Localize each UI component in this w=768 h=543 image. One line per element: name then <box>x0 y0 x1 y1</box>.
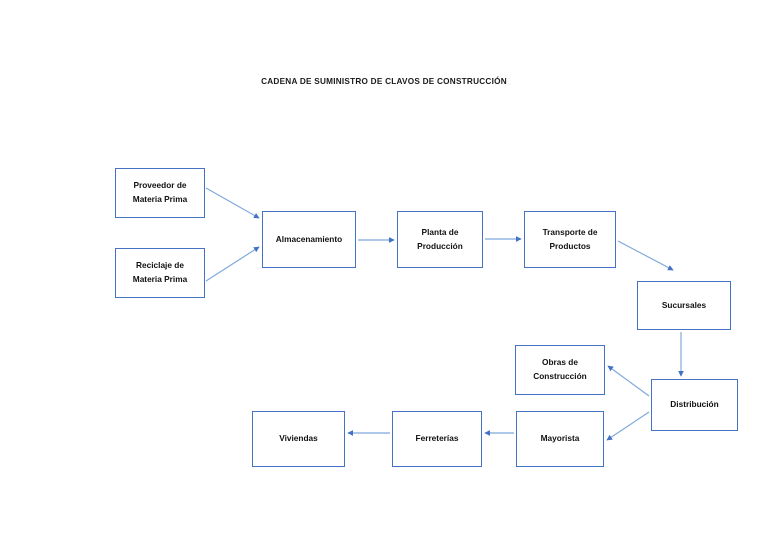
connector-distribucion-to-obras <box>607 365 650 397</box>
node-ferreterias[interactable]: Ferreterías <box>392 411 482 467</box>
node-label: Planta de Producción <box>417 226 463 253</box>
connector-reciclaje-to-almacen <box>205 246 260 282</box>
node-proveedor[interactable]: Proveedor de Materia Prima <box>115 168 205 218</box>
node-obras[interactable]: Obras de Construcción <box>515 345 605 395</box>
connector-transporte-to-sucursales <box>617 240 674 271</box>
page-title: CADENA DE SUMINISTRO DE CLAVOS DE CONSTR… <box>261 77 507 86</box>
node-label: Proveedor de Materia Prima <box>133 179 187 206</box>
node-label-line1: Ferreterías <box>415 433 459 444</box>
node-planta[interactable]: Planta de Producción <box>397 211 483 268</box>
node-mayorista[interactable]: Mayorista <box>516 411 604 467</box>
node-distribucion[interactable]: Distribución <box>651 379 738 431</box>
node-label-line1: Transporte de <box>542 226 598 237</box>
node-label-line1: Viviendas <box>279 433 318 444</box>
node-label-line1: Distribución <box>670 399 719 410</box>
node-label: Distribución <box>670 398 718 412</box>
node-label-line2: Materia Prima <box>132 274 188 284</box>
node-label-line1: Mayorista <box>540 433 580 444</box>
node-label-line2: Materia Prima <box>132 194 188 204</box>
node-label: Mayorista <box>541 432 580 446</box>
node-label-line1: Proveedor de <box>133 180 187 191</box>
node-label: Almacenamiento <box>276 233 342 247</box>
node-label: Transporte de Productos <box>543 226 598 253</box>
node-label-line1: Obras de <box>542 357 578 368</box>
node-label-line1: Sucursales <box>661 299 707 310</box>
node-label-line2: Construcción <box>533 371 587 381</box>
node-label-line1: Planta de <box>421 226 459 237</box>
node-label-line2: Producción <box>417 240 463 251</box>
node-label: Sucursales <box>662 299 706 313</box>
connector-proveedor-to-almacen <box>205 187 260 219</box>
connector-distribucion-to-mayorista <box>606 411 650 441</box>
node-label: Obras de Construcción <box>533 356 586 383</box>
node-label: Viviendas <box>279 432 318 446</box>
node-label: Reciclaje de Materia Prima <box>133 259 187 286</box>
node-label-line1: Reciclaje de <box>136 260 184 271</box>
node-reciclaje[interactable]: Reciclaje de Materia Prima <box>115 248 205 298</box>
node-label-line1: Almacenamiento <box>275 233 343 244</box>
node-almacen[interactable]: Almacenamiento <box>262 211 356 268</box>
node-sucursales[interactable]: Sucursales <box>637 281 731 330</box>
node-viviendas[interactable]: Viviendas <box>252 411 345 467</box>
node-transporte[interactable]: Transporte de Productos <box>524 211 616 268</box>
node-label: Ferreterías <box>416 432 459 446</box>
node-label-line2: Productos <box>549 240 591 251</box>
